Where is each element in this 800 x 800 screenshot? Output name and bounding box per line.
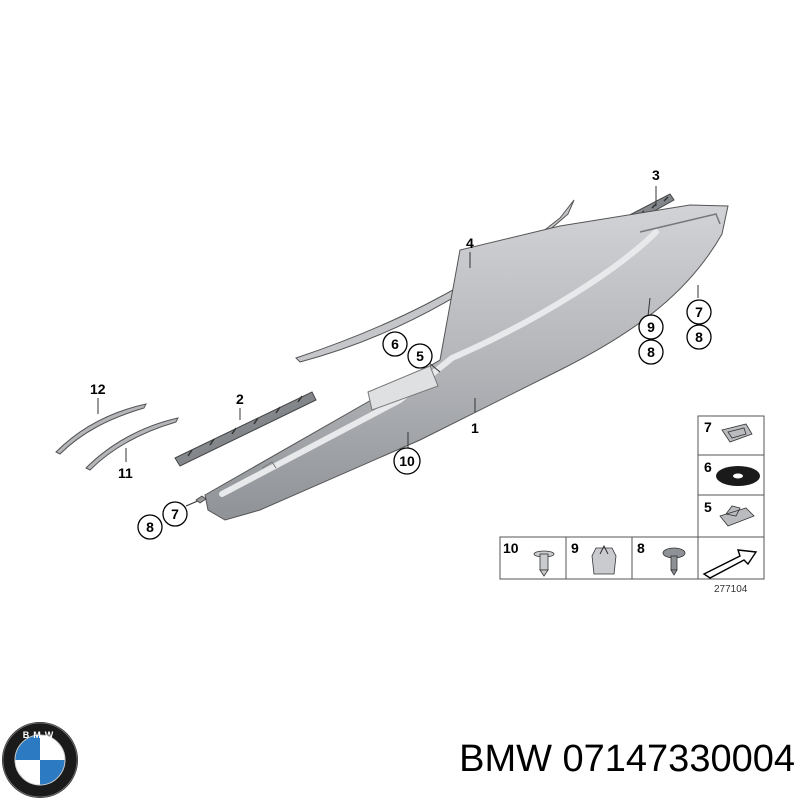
legend-label-8: 8 xyxy=(637,540,645,556)
side-sill-1 xyxy=(204,204,729,521)
legend-row: 10 9 8 xyxy=(499,536,765,580)
legend-label-9: 9 xyxy=(571,540,579,556)
svg-text:8: 8 xyxy=(647,344,655,360)
leader-lines xyxy=(97,186,699,507)
callout-8-circled-right-low: 8 xyxy=(638,339,664,365)
expanding-rivet-icon xyxy=(533,550,555,577)
callout-7-circled-right: 7 xyxy=(686,299,712,325)
callout-8-circled-left: 8 xyxy=(137,514,163,540)
callout-5-circled: 5 xyxy=(407,343,433,369)
svg-text:6: 6 xyxy=(391,336,399,352)
legend-label-10: 10 xyxy=(503,540,519,556)
callout-4: 4 xyxy=(466,235,474,251)
trim-strip-11 xyxy=(85,417,179,471)
legend-label-7: 7 xyxy=(704,419,712,435)
bracket-2 xyxy=(174,391,317,467)
legend-label-5: 5 xyxy=(704,499,712,515)
svg-text:7: 7 xyxy=(171,506,179,522)
part-number-caption: BMW 07147330004 xyxy=(459,738,795,780)
callout-6-circled: 6 xyxy=(382,331,408,357)
bmw-logo: BMW xyxy=(2,722,78,798)
plastic-nut-icon xyxy=(591,544,617,575)
callout-9-circled: 9 xyxy=(638,314,664,340)
callout-8-circled-right: 8 xyxy=(686,324,712,350)
clip-nut-icon xyxy=(721,423,753,443)
legend-label-6: 6 xyxy=(704,459,712,475)
callout-2: 2 xyxy=(236,391,244,407)
svg-text:8: 8 xyxy=(146,519,154,535)
callout-12: 12 xyxy=(90,381,106,397)
svg-text:9: 9 xyxy=(647,319,655,335)
svg-text:5: 5 xyxy=(416,348,424,364)
diagram-reference-number: 277104 xyxy=(714,584,748,595)
callout-1: 1 xyxy=(471,420,479,436)
callout-10-circled: 10 xyxy=(393,447,421,475)
screw-icon xyxy=(662,547,686,576)
callout-11: 11 xyxy=(118,465,133,481)
legend-column: 7 6 5 xyxy=(697,415,765,541)
trim-strip-4 xyxy=(295,199,575,363)
svg-text:BMW: BMW xyxy=(23,730,58,740)
trim-strip-12 xyxy=(55,403,147,455)
svg-text:8: 8 xyxy=(695,329,703,345)
svg-text:10: 10 xyxy=(399,453,415,469)
clip-5-icon xyxy=(719,505,755,527)
callout-7-circled-left: 7 xyxy=(162,501,188,527)
callout-3: 3 xyxy=(652,167,660,183)
svg-text:7: 7 xyxy=(695,304,703,320)
direction-arrow-icon xyxy=(702,549,758,579)
